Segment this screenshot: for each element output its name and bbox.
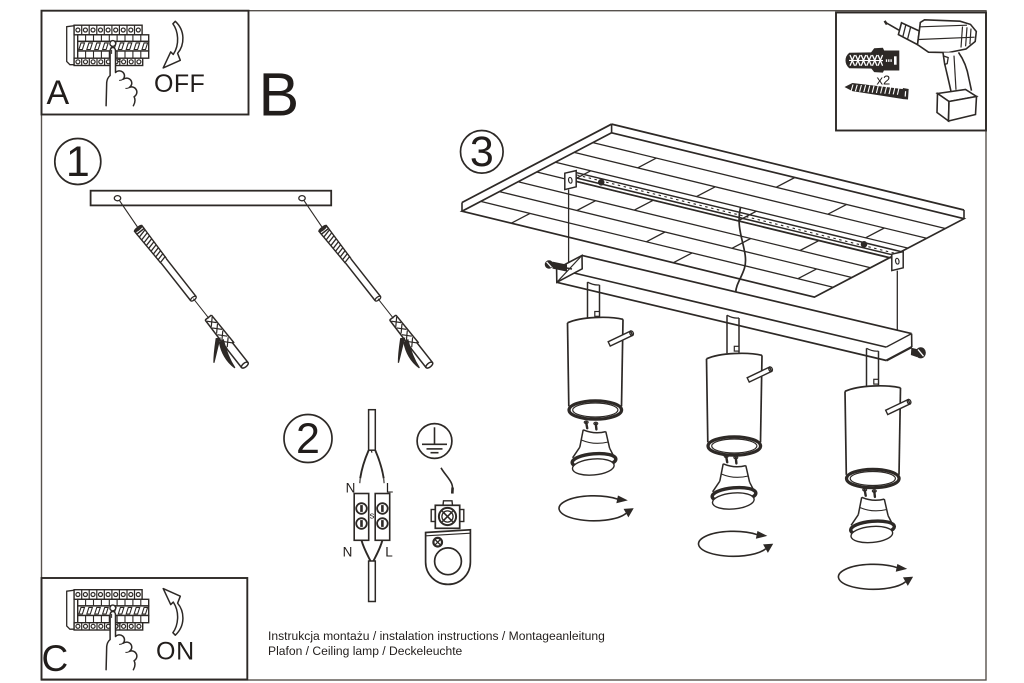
- svg-text:1: 1: [66, 138, 90, 186]
- svg-text:x2: x2: [877, 73, 891, 88]
- svg-text:2: 2: [296, 415, 320, 463]
- svg-text:ON: ON: [156, 638, 195, 666]
- svg-text:L: L: [385, 545, 393, 560]
- svg-text:s: s: [370, 511, 375, 522]
- svg-text:Instrukcja montażu / instalati: Instrukcja montażu / instalation instruc…: [268, 629, 605, 643]
- svg-text:L: L: [386, 481, 394, 496]
- svg-text:OFF: OFF: [154, 70, 205, 98]
- svg-text:Plafon / Ceiling lamp / Deckel: Plafon / Ceiling lamp / Deckeleuchte: [268, 644, 463, 658]
- svg-text:N: N: [346, 481, 356, 496]
- svg-text:3: 3: [470, 128, 494, 176]
- svg-text:C: C: [42, 638, 69, 679]
- svg-text:N: N: [343, 545, 353, 560]
- svg-text:A: A: [47, 74, 70, 112]
- svg-text:B: B: [259, 61, 300, 129]
